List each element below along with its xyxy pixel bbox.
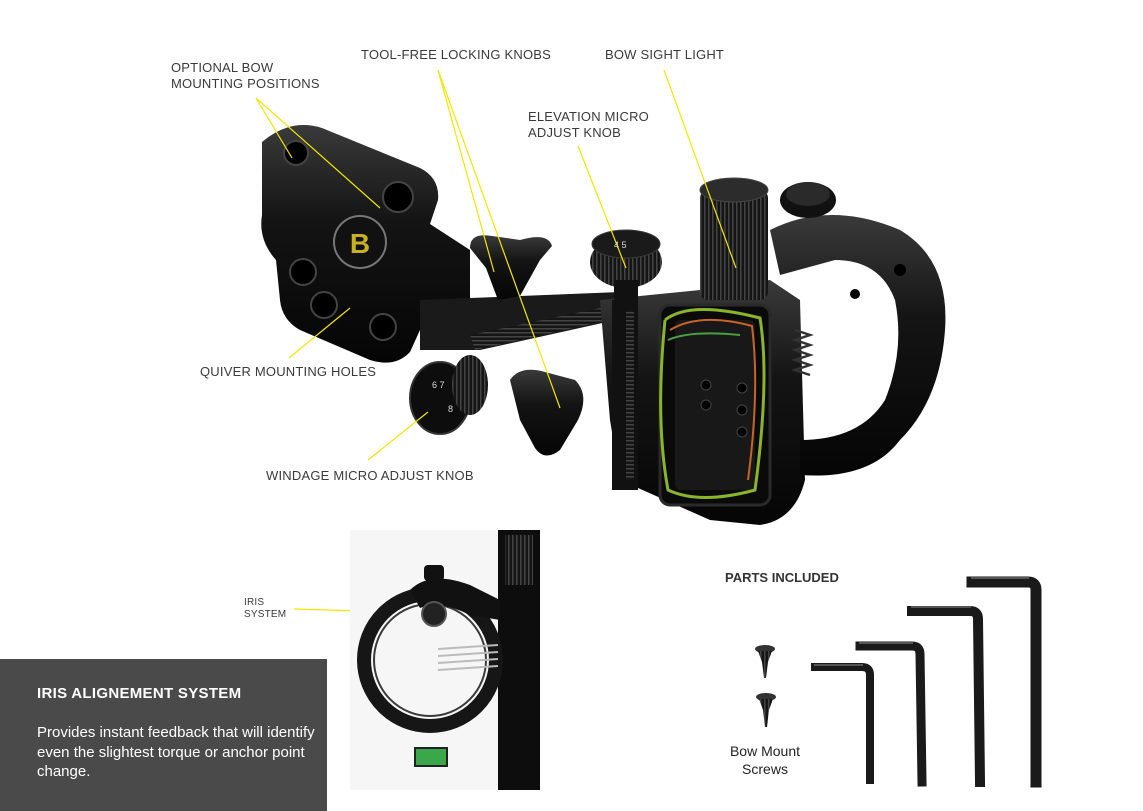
elevation-knob: 4 5 bbox=[590, 229, 662, 300]
parts-included-title: PARTS INCLUDED bbox=[725, 570, 839, 585]
label-tool-free-knobs: TOOL-FREE LOCKING KNOBS bbox=[361, 47, 552, 62]
svg-text:6 7: 6 7 bbox=[432, 380, 445, 390]
label-windage-knob: WINDAGE MICRO ADJUST KNOB bbox=[266, 468, 474, 483]
screw-icons bbox=[755, 645, 776, 727]
label-bow-sight-light: BOW SIGHT LIGHT bbox=[605, 47, 725, 62]
iris-panel-title: IRIS ALIGNEMENT SYSTEM bbox=[37, 685, 242, 702]
label-iris-system: IRIS SYSTEM bbox=[244, 597, 287, 620]
label-quiver-holes: QUIVER MOUNTING HOLES bbox=[200, 364, 377, 379]
mounting-bracket: B bbox=[261, 125, 470, 363]
locking-knob-lower bbox=[510, 369, 584, 456]
iris-info-panel: IRIS ALIGNEMENT SYSTEM Provides instant … bbox=[0, 659, 327, 811]
label-elevation-knob: ELEVATION MICRO ADJUST KNOB bbox=[528, 109, 649, 140]
sight-housing bbox=[600, 280, 805, 525]
callout-lines bbox=[255, 69, 737, 614]
svg-text:B: B bbox=[350, 228, 370, 259]
dovetail-bar bbox=[420, 292, 625, 350]
iris-photo bbox=[350, 530, 540, 790]
windage-knob: 6 7 8 bbox=[409, 355, 488, 435]
svg-text:8: 8 bbox=[448, 404, 453, 414]
allen-keys bbox=[811, 576, 1042, 788]
locking-knob-upper bbox=[470, 235, 552, 300]
label-optional-bow: OPTIONAL BOW MOUNTING POSITIONS bbox=[171, 60, 320, 91]
svg-text:4 5: 4 5 bbox=[614, 240, 627, 250]
screws-caption: Bow Mount Screws bbox=[729, 743, 801, 777]
rear-frame bbox=[770, 182, 946, 476]
iris-panel-body: Provides instant feedback that will iden… bbox=[37, 724, 315, 780]
